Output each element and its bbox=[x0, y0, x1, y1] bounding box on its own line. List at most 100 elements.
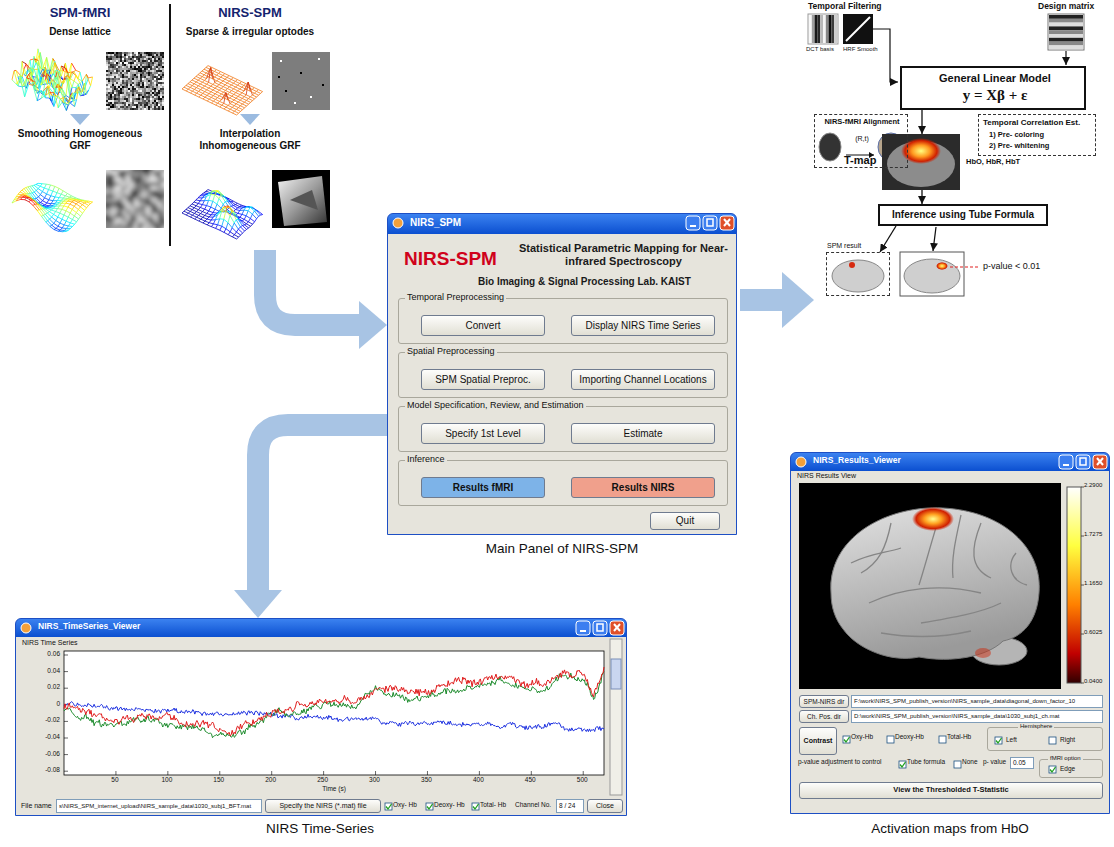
surface-line bbox=[220, 226, 222, 230]
surface-line bbox=[252, 214, 256, 219]
surface-line bbox=[236, 220, 240, 227]
surface-line bbox=[49, 210, 51, 212]
noise-cell bbox=[106, 62, 108, 64]
surface-line bbox=[232, 106, 234, 108]
surface-line bbox=[218, 219, 220, 225]
surface-line bbox=[205, 213, 207, 215]
noise-cell bbox=[140, 98, 142, 100]
noise-cell bbox=[134, 96, 136, 98]
noise-cell bbox=[140, 74, 142, 76]
noise-cell bbox=[138, 106, 140, 108]
noise-cell bbox=[126, 82, 128, 84]
surface-line bbox=[222, 219, 224, 226]
surface-line bbox=[236, 109, 240, 111]
surface-line bbox=[217, 90, 219, 92]
surface-line bbox=[204, 197, 206, 201]
surface-line bbox=[60, 223, 64, 225]
surface-line bbox=[26, 196, 28, 198]
surface-line bbox=[234, 106, 238, 108]
surface-line bbox=[229, 81, 233, 83]
surface-line bbox=[205, 90, 207, 92]
surface-line bbox=[57, 202, 59, 204]
noise-cell bbox=[112, 80, 114, 82]
noise-cell bbox=[130, 70, 132, 72]
noise-cell bbox=[118, 78, 120, 80]
surface-line bbox=[37, 202, 39, 204]
noise-cell bbox=[140, 92, 142, 94]
noise-cell bbox=[120, 58, 122, 60]
surface-line bbox=[53, 197, 55, 201]
surface-line bbox=[222, 226, 226, 229]
noise-cell bbox=[122, 94, 124, 96]
noise-cell bbox=[114, 64, 116, 66]
noise-cell bbox=[132, 96, 134, 98]
noise-cell bbox=[122, 108, 124, 110]
surface-line bbox=[217, 190, 219, 191]
surface-line bbox=[202, 71, 206, 73]
surface-line bbox=[38, 197, 42, 201]
surface-line bbox=[252, 93, 254, 95]
surface-line bbox=[45, 70, 49, 84]
surface-line bbox=[235, 80, 237, 82]
surface-line bbox=[26, 186, 28, 188]
noise-cell bbox=[136, 94, 138, 96]
surface-line bbox=[51, 196, 55, 197]
surface-line bbox=[43, 91, 45, 98]
surface-line bbox=[213, 96, 217, 98]
surface-line bbox=[246, 82, 248, 95]
noise-cell bbox=[122, 70, 124, 72]
surface-line bbox=[235, 81, 239, 83]
surface-line bbox=[74, 199, 76, 201]
surface-line bbox=[217, 73, 219, 75]
surface-line bbox=[71, 226, 73, 228]
surface-line bbox=[78, 207, 80, 210]
noise-cell bbox=[110, 98, 112, 100]
surface-line bbox=[211, 213, 213, 215]
noise-cell bbox=[110, 62, 112, 64]
noise-cell bbox=[114, 88, 116, 90]
noise-cell bbox=[114, 94, 116, 96]
surface-line bbox=[66, 198, 68, 199]
surface-line bbox=[209, 220, 211, 223]
surface-line bbox=[27, 197, 29, 198]
surface-line bbox=[62, 201, 64, 203]
noise-cell bbox=[122, 54, 124, 56]
noise-cell bbox=[138, 64, 140, 66]
surface-line bbox=[206, 77, 208, 79]
surface-line bbox=[225, 83, 227, 85]
noise-cell bbox=[136, 66, 138, 68]
surface-line bbox=[228, 232, 230, 235]
noise-cell bbox=[106, 100, 108, 102]
surface-line bbox=[24, 196, 26, 197]
surface-line bbox=[196, 212, 200, 214]
surface-line bbox=[57, 198, 59, 201]
noise-cell bbox=[120, 84, 122, 86]
surface-line bbox=[68, 217, 72, 219]
noise-cell bbox=[138, 78, 140, 80]
surface-line bbox=[61, 76, 63, 80]
surface-line bbox=[36, 184, 40, 186]
surface-line bbox=[230, 216, 234, 223]
noise-cell bbox=[114, 106, 116, 108]
surface-line bbox=[200, 205, 202, 208]
noise-cell bbox=[128, 86, 130, 88]
noise-cell bbox=[116, 92, 118, 94]
surface-line bbox=[240, 83, 244, 85]
surface-line bbox=[219, 191, 221, 194]
surface-line bbox=[245, 229, 247, 231]
noise-cell bbox=[124, 66, 126, 68]
surface-line bbox=[190, 206, 194, 208]
noise-cell bbox=[110, 90, 112, 92]
noise-cell bbox=[130, 108, 132, 110]
surface-line bbox=[44, 188, 48, 190]
surface-line bbox=[206, 67, 210, 69]
surface-line bbox=[60, 213, 64, 215]
surface-line bbox=[68, 204, 70, 207]
surface-line bbox=[32, 185, 34, 187]
surface-line bbox=[238, 85, 242, 87]
noise-cell bbox=[128, 94, 130, 96]
noise-cell bbox=[128, 90, 130, 92]
surface-line bbox=[209, 215, 211, 217]
surface-line bbox=[220, 101, 224, 103]
surface-line bbox=[204, 69, 208, 71]
